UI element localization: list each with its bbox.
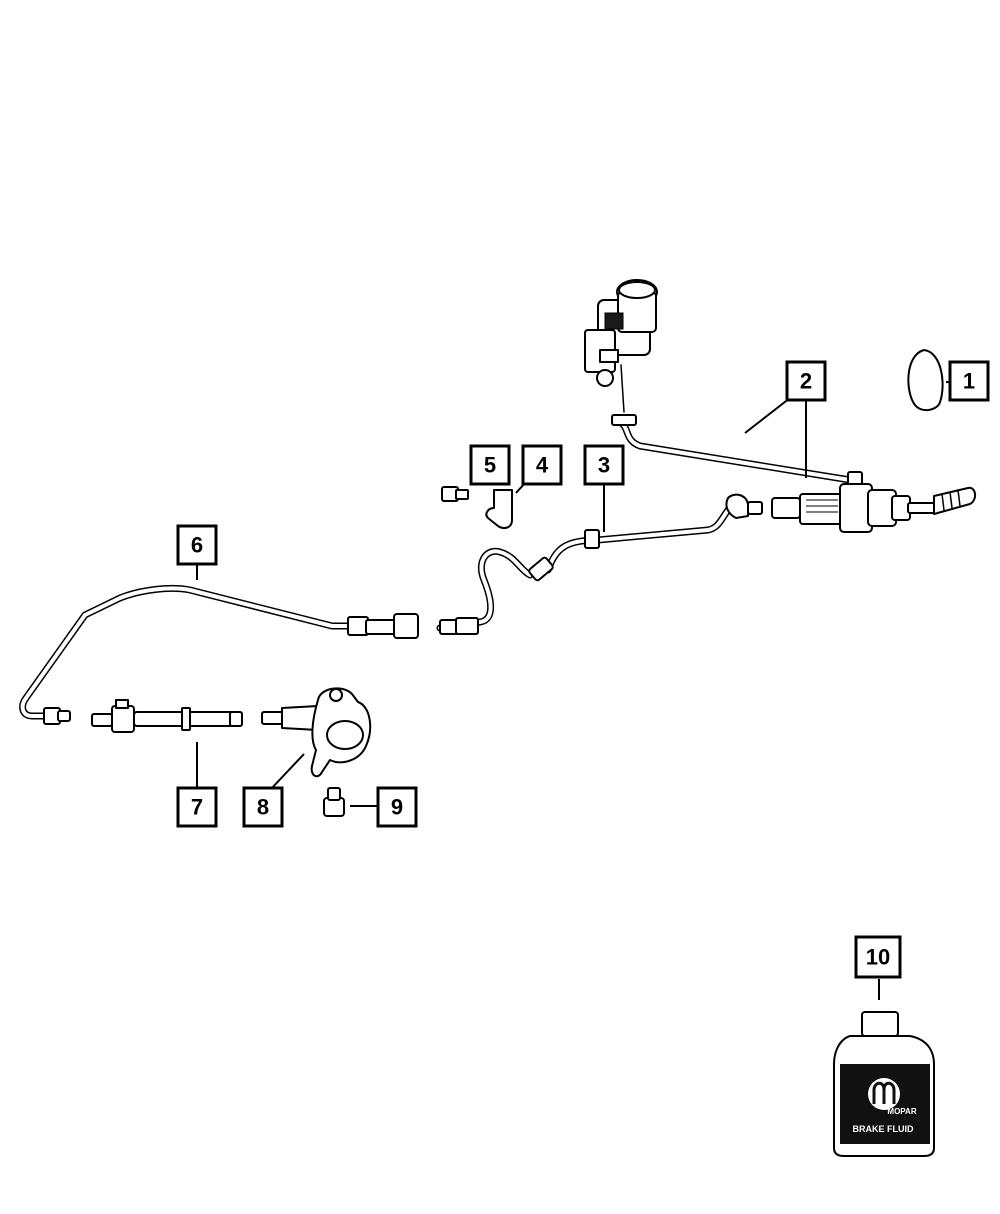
- part-7-connector-tube: [91, 699, 243, 733]
- callout-8-label: 8: [257, 795, 269, 820]
- callout-4-label: 4: [536, 453, 549, 478]
- callout-6: 6: [176, 524, 218, 566]
- part-9-bolt: [323, 787, 345, 817]
- callout-1-label: 1: [963, 369, 975, 394]
- callout-7-label: 7: [191, 795, 203, 820]
- part-4-bracket: [485, 489, 513, 529]
- part-5-bolt: [441, 486, 469, 502]
- callout-6-label: 6: [191, 533, 203, 558]
- part-3-hydraulic-line: [436, 493, 763, 635]
- callout-3: 3: [583, 444, 625, 486]
- part-10-brake-fluid-bottle: MOPAR BRAKE FLUID: [833, 1011, 935, 1157]
- callout-1: 1: [948, 360, 990, 402]
- callout-5: 5: [469, 444, 511, 486]
- leader-lines: [196, 381, 950, 1000]
- callout-8: 8: [242, 786, 284, 828]
- bottle-brand-text: MOPAR: [887, 1107, 916, 1116]
- callout-9-label: 9: [391, 795, 403, 820]
- part-2-master-cylinder: [584, 279, 976, 533]
- callout-7: 7: [176, 786, 218, 828]
- callout-9: 9: [376, 786, 418, 828]
- bottle-product-text: BRAKE FLUID: [853, 1124, 914, 1134]
- callout-10-label: 10: [866, 945, 890, 970]
- callout-10: 10: [854, 935, 902, 979]
- callout-2-label: 2: [800, 369, 812, 394]
- part-8-slave-cylinder: [261, 687, 372, 778]
- callout-5-label: 5: [484, 453, 496, 478]
- callout-4: 4: [521, 444, 563, 486]
- part-6-hydraulic-line: [19, 584, 419, 725]
- callout-3-label: 3: [598, 453, 610, 478]
- callout-2: 2: [785, 360, 827, 402]
- part-1-cap: [907, 349, 944, 412]
